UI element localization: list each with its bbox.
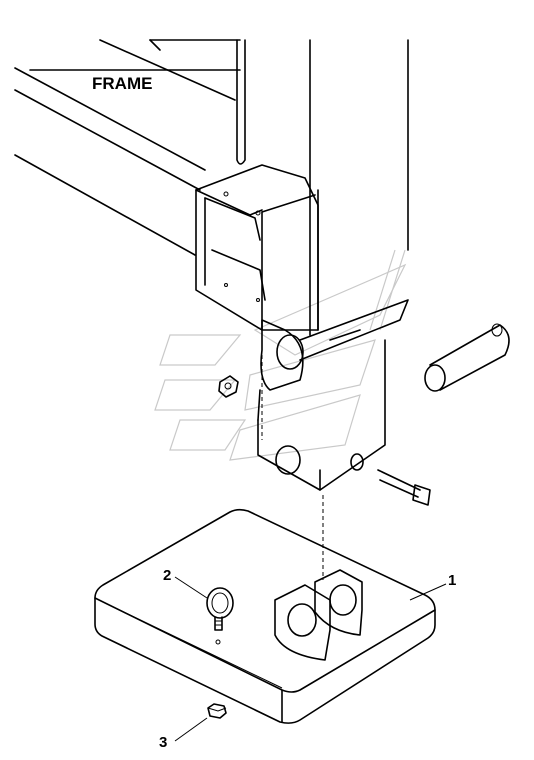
callout-3: 3 (159, 734, 167, 751)
callout-1: 1 (448, 572, 456, 589)
pivot-arm (260, 299, 409, 391)
nut (207, 703, 227, 719)
frame-beam (14, 39, 241, 256)
callout-2: 2 (163, 567, 171, 584)
lug-plates (274, 569, 363, 661)
pivot-pin (424, 323, 510, 392)
side-bolt (377, 469, 431, 506)
eye-bolt (206, 587, 234, 645)
watermark-logo (154, 249, 407, 461)
bracket-nut (218, 375, 239, 398)
base-pad (94, 508, 436, 724)
leader-lines (174, 576, 447, 742)
lower-block (257, 339, 386, 491)
frame-bracket (195, 164, 319, 331)
frame-label: FRAME (92, 74, 152, 93)
